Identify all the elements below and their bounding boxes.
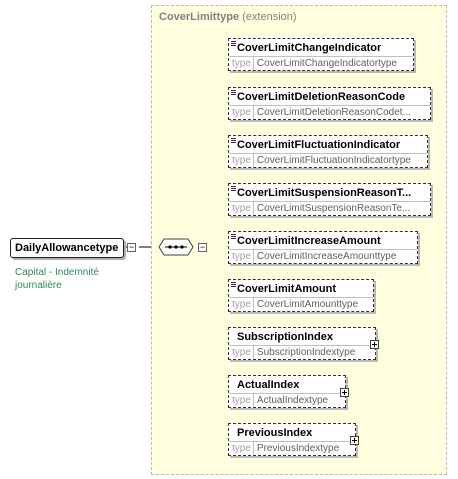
type-label: type (229, 154, 254, 167)
type-label: type (229, 442, 254, 455)
expand-button[interactable] (370, 340, 379, 349)
type-label: type (229, 250, 254, 263)
element-name: CoverLimitDeletionReasonCode (237, 91, 406, 103)
extension-title: CoverLimittype (extension) (159, 11, 297, 23)
element-type: ActualIndextype (256, 395, 329, 406)
element-name: CoverLimitFluctuationIndicator (237, 139, 401, 151)
type-label: type (229, 346, 254, 359)
element-type: CoverLimitFluctuationIndicatortype (256, 155, 411, 166)
sequence-compositor-icon[interactable] (158, 238, 194, 256)
element-type: SubscriptionIndextype (256, 347, 356, 358)
root-element[interactable]: DailyAllowancetype (10, 238, 124, 258)
expand-button[interactable] (340, 388, 349, 397)
element-attribute-icon (231, 138, 236, 143)
element-type: CoverLimitAmounttype (256, 299, 359, 310)
type-label: type (229, 57, 254, 70)
element-type: CoverLimitSuspensionReasonTe... (256, 203, 411, 214)
element-type: CoverLimitChangeIndicatortype (256, 58, 397, 69)
expand-button[interactable] (350, 436, 359, 445)
element-type: CoverLimitIncreaseAmounttype (256, 251, 397, 262)
root-documentation: Capital - Indemnité journalière (15, 266, 99, 292)
element-attribute-icon (231, 90, 236, 95)
type-label: type (229, 298, 254, 311)
element-type: PreviousIndextype (256, 443, 340, 454)
element-type: CoverLimitDeletionReasonCodet... (256, 107, 411, 118)
type-label: type (229, 394, 254, 407)
documentation-line: Capital - Indemnité (15, 267, 99, 278)
root-element-name: DailyAllowancetype (15, 242, 119, 254)
element-name: SubscriptionIndex (237, 331, 333, 343)
type-label: type (229, 202, 254, 215)
extension-suffix: (extension) (242, 11, 297, 23)
documentation-line: journalière (15, 280, 62, 291)
sequence-collapse-button[interactable]: − (198, 242, 207, 252)
element-name: CoverLimitIncreaseAmount (237, 235, 381, 247)
element-name: ActualIndex (237, 379, 300, 391)
element-attribute-icon (231, 186, 236, 191)
element-name: CoverLimitSuspensionReasonT... (237, 187, 412, 199)
element-name: CoverLimitAmount (237, 283, 336, 295)
extension-type-name: CoverLimittype (159, 11, 240, 23)
root-collapse-button[interactable]: − (127, 242, 136, 252)
element-attribute-icon (231, 41, 236, 46)
element-attribute-icon (231, 234, 236, 239)
type-label: type (229, 106, 254, 119)
element-name: PreviousIndex (237, 427, 313, 439)
element-name: CoverLimitChangeIndicator (237, 42, 382, 54)
element-attribute-icon (231, 282, 236, 287)
